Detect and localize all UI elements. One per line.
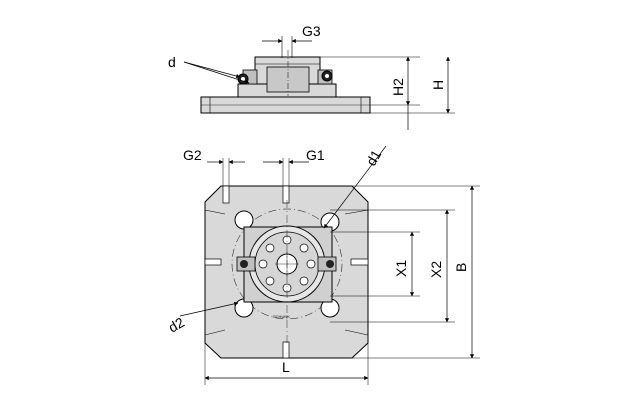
- side-view: G3 d H2 H: [168, 23, 455, 130]
- dim-label-x1: X1: [393, 260, 409, 277]
- dim-label-l: L: [282, 359, 290, 375]
- top-fitting-right: [317, 256, 337, 272]
- dim-label-x2: X2: [428, 261, 444, 278]
- dim-label-b: B: [453, 263, 469, 272]
- mounting-slots: [204, 185, 369, 359]
- dim-label-g2: G2: [183, 147, 202, 163]
- dim-label-h: H: [430, 80, 446, 90]
- mounting-holes: [234, 210, 340, 318]
- dim-label-d2: d2: [166, 314, 188, 336]
- side-fitting-right: [317, 69, 333, 85]
- dim-label-d1: d1: [363, 147, 385, 169]
- top-fitting-left: [236, 256, 256, 272]
- dim-label-g3: G3: [302, 23, 321, 39]
- dim-label-d: d: [168, 54, 176, 70]
- top-view: SCHUNK G2 G1 d1 d2 X1 X2 B: [166, 145, 480, 385]
- dim-label-h2: H2: [390, 78, 406, 96]
- logo-text: SCHUNK: [273, 314, 290, 319]
- side-fitting-left: [237, 69, 258, 85]
- dim-label-g1: G1: [306, 147, 325, 163]
